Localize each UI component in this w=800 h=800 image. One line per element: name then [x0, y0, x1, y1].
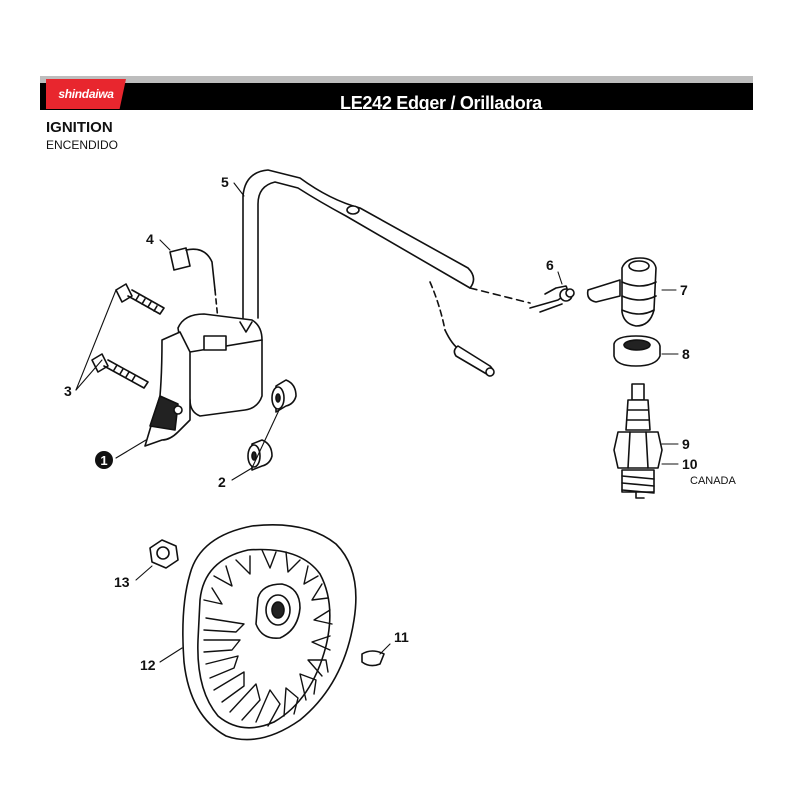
callout-10-note: CANADA	[690, 475, 737, 487]
page-title: LE242 Edger / Orilladora	[340, 93, 542, 113]
ground-wire	[429, 281, 495, 377]
header-shadow	[40, 76, 753, 83]
callout-labels: 5 4 6 7 8 3 9 10 CANADA 2 13 12 11	[64, 174, 737, 673]
brand-logo: shindaiwa	[46, 79, 126, 109]
callout-10: 10	[682, 456, 698, 472]
bolt-lower	[91, 353, 149, 389]
callout-5: 5	[221, 174, 229, 190]
callout-3: 3	[64, 383, 72, 399]
bolt-upper	[115, 283, 165, 315]
spark-plug	[613, 383, 663, 499]
callout-2: 2	[218, 474, 226, 490]
spring-clip	[529, 285, 575, 313]
ground-terminal	[169, 247, 219, 321]
brand-logo-text: shindaiwa	[58, 87, 114, 101]
woodruff-key	[361, 650, 385, 667]
callout-11: 11	[394, 629, 409, 645]
spacer-lower	[247, 439, 273, 471]
callout-7: 7	[680, 282, 688, 298]
section-subtitle: ENCENDIDO	[46, 138, 119, 152]
callout-13: 13	[114, 574, 130, 590]
header-bar: LE242 Edger / Orilladora	[40, 83, 753, 113]
leader-lines	[75, 182, 679, 663]
callout-9: 9	[682, 436, 690, 452]
callout-6: 6	[546, 257, 554, 273]
callout-1-badge: 1	[95, 451, 113, 469]
section-title: IGNITION	[46, 119, 113, 136]
callout-12: 12	[140, 657, 156, 673]
ignition-coil	[144, 313, 263, 447]
flywheel-nut	[149, 539, 179, 569]
flywheel	[182, 524, 357, 741]
callout-8: 8	[682, 346, 690, 362]
plug-boot	[586, 257, 657, 327]
boot-seal	[613, 335, 661, 367]
header: LE242 Edger / Orilladora shindaiwa	[40, 76, 753, 113]
callout-4: 4	[146, 231, 154, 247]
callout-1: 1	[100, 453, 107, 468]
high-tension-cord	[242, 169, 531, 319]
spacer-upper	[271, 379, 297, 413]
